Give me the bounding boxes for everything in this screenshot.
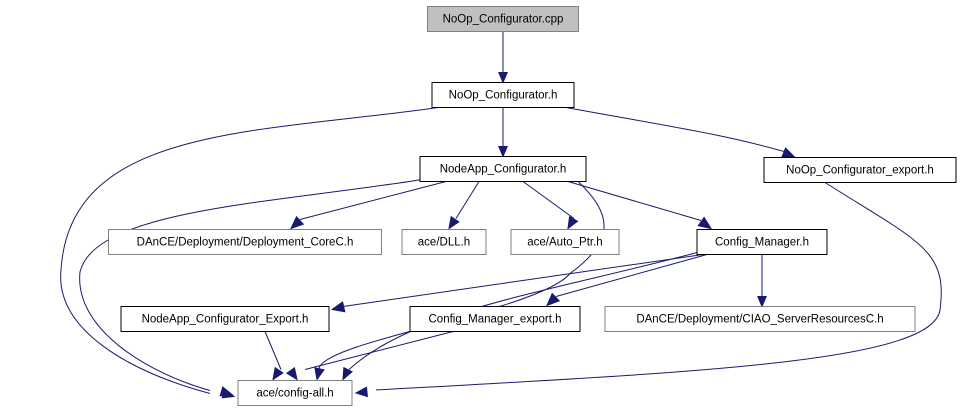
edge-noop-h-to-config-all [60, 107, 439, 394]
graph-node-config_all[interactable]: ace/config-all.h [237, 380, 353, 406]
edge-layer [60, 31, 942, 399]
graph-node-config_mgr[interactable]: Config_Manager.h [696, 229, 828, 255]
node-label: ace/Auto_Ptr.h [527, 237, 602, 249]
node-label: ace/DLL.h [418, 237, 470, 249]
edge-nodeapp-to-ace-dll [455, 181, 480, 219]
edge-arrowhead [697, 216, 713, 230]
graph-node-nodeapp_export[interactable]: NodeApp_Configurator_Export.h [120, 306, 330, 332]
edge-arrowhead [781, 147, 796, 158]
edge-nodeapp-to-ace-auto-ptr [522, 181, 575, 219]
node-box[interactable] [419, 156, 587, 182]
node-box[interactable] [401, 229, 487, 255]
edge-nodeapp-to-config-all-b [79, 179, 423, 391]
node-label: DAnCE/Deployment/CIAO_ServerResourcesC.h [636, 314, 883, 326]
edge-arrowhead [290, 215, 305, 230]
node-label: NoOp_Configurator.cpp [443, 14, 564, 26]
edge-arrowhead [354, 386, 368, 398]
edge-arrowhead [285, 367, 298, 381]
node-label: NoOp_Configurator_export.h [786, 165, 934, 177]
node-label: NoOp_Configurator.h [449, 90, 558, 102]
node-box[interactable] [510, 229, 620, 255]
node-label: NodeApp_Configurator_Export.h [142, 314, 309, 326]
edge-arrowhead [221, 388, 236, 399]
edge-arrowhead [498, 72, 508, 84]
node-label: Config_Manager_export.h [429, 314, 562, 326]
edge-cfgmgr-export-to-config-all [304, 331, 454, 370]
edge-arrowhead [272, 366, 284, 381]
graph-node-nodeapp_h[interactable]: NodeApp_Configurator.h [419, 156, 587, 182]
edge-nodeapp-to-deploy-corec [299, 181, 447, 220]
edge-arrowhead [546, 292, 561, 307]
graph-node-deploy_corec[interactable]: DAnCE/Deployment/Deployment_CoreC.h [108, 229, 382, 255]
edge-config-mgr-to-cfgmgr-export [555, 254, 708, 297]
node-box[interactable] [108, 229, 382, 255]
node-layer: NoOp_Configurator.cppNoOp_Configurator.h… [108, 6, 957, 406]
node-label: ace/config-all.h [256, 388, 333, 400]
graph-node-ciao_srv[interactable]: DAnCE/Deployment/CIAO_ServerResourcesC.h [604, 306, 916, 332]
edge-arrowhead [448, 215, 460, 230]
edge-noop-h-to-noop-export [565, 107, 785, 152]
edge-arrowhead [498, 146, 508, 158]
node-box[interactable] [431, 82, 575, 108]
edge-arrowhead [314, 367, 325, 381]
edge-nodeapp-corridor [569, 181, 605, 274]
node-box[interactable] [763, 157, 957, 183]
node-box[interactable] [696, 229, 828, 255]
edge-arrowhead [330, 301, 346, 313]
node-box[interactable] [604, 306, 916, 332]
graph-node-noop_h[interactable]: NoOp_Configurator.h [431, 82, 575, 108]
edge-arrowhead [757, 296, 767, 308]
node-label: NodeApp_Configurator.h [440, 164, 567, 176]
graph-node-ace_dll[interactable]: ace/DLL.h [401, 229, 487, 255]
node-box[interactable] [427, 6, 579, 32]
node-label: Config_Manager.h [715, 237, 809, 249]
edge-config-mgr-to-nodeapp-export [342, 254, 704, 307]
graph-node-noop_cpp[interactable]: NoOp_Configurator.cpp [427, 6, 579, 32]
edge-noop-export-to-config-all [375, 182, 942, 391]
edge-arrowhead [567, 215, 579, 230]
edge-config-mgr-to-config-all [348, 251, 702, 370]
node-box[interactable] [120, 306, 330, 332]
graph-node-cfgmgr_export[interactable]: Config_Manager_export.h [409, 306, 581, 332]
edge-nodeapp-export-to-config-all [264, 331, 282, 370]
edge-arrowhead [342, 366, 353, 381]
graph-node-ace_auto_ptr[interactable]: ace/Auto_Ptr.h [510, 229, 620, 255]
edge-nodeapp-to-config-mgr [567, 181, 702, 221]
graph-node-noop_export_h[interactable]: NoOp_Configurator_export.h [763, 157, 957, 183]
node-box[interactable] [409, 306, 581, 332]
node-label: DAnCE/Deployment/Deployment_CoreC.h [137, 237, 354, 249]
node-box[interactable] [237, 380, 353, 406]
